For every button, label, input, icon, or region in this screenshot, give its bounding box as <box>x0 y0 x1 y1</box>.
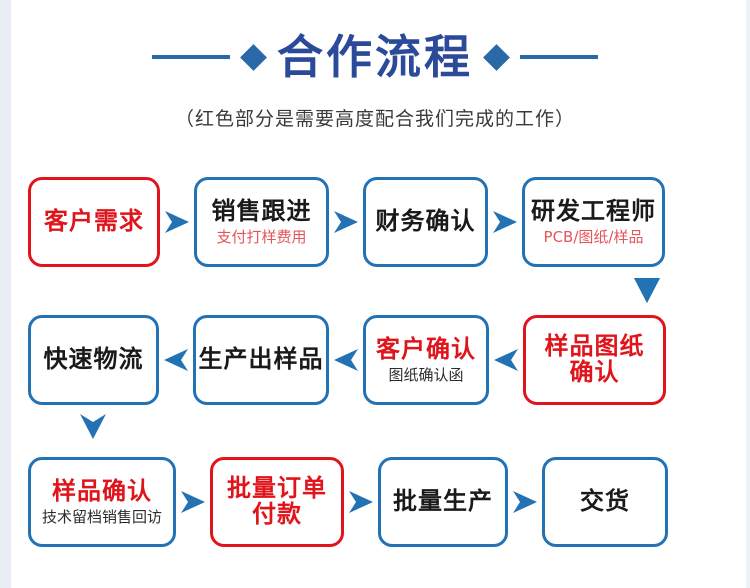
node-main-label: 财务确认 <box>375 207 476 236</box>
arrow-down-icon-right <box>630 276 664 306</box>
flow-node-sample-confirm[interactable]: 样品确认 技术留档销售回访 <box>28 457 176 547</box>
node-sub-label: PCB/图纸/样品 <box>543 227 644 246</box>
edge-tint-right <box>746 0 750 588</box>
flow-node-produce-sample[interactable]: 生产出样品 <box>193 315 329 405</box>
node-sub-label: 图纸确认函 <box>388 365 464 384</box>
node-main-label: 样品图纸 确认 <box>544 332 645 386</box>
arrow-left-icon-3 <box>489 347 523 373</box>
flow-node-fast-logistics[interactable]: 快速物流 <box>28 315 159 405</box>
flow-node-finance-confirm[interactable]: 财务确认 <box>363 177 488 267</box>
page-subtitle: （红色部分是需要高度配合我们完成的工作） <box>174 108 575 130</box>
diamond-icon-left <box>240 43 267 71</box>
flow-node-customer-demand[interactable]: 客户需求 <box>28 177 160 267</box>
node-main-label: 交货 <box>580 487 630 516</box>
flow-node-bulk-order-payment[interactable]: 批量订单 付款 <box>210 457 344 547</box>
arrow-right-icon-6 <box>508 489 542 515</box>
page-title: 合作流程 <box>277 30 473 84</box>
flow-row-3: 样品确认 技术留档销售回访 批量订单 付款 批量生产 交货 <box>0 456 750 548</box>
node-main-label: 样品确认 <box>52 476 152 505</box>
node-sub-label: 支付打样费用 <box>216 227 307 246</box>
diamond-icon-right <box>483 43 510 71</box>
flow-node-delivery[interactable]: 交货 <box>542 457 668 547</box>
edge-tint-left <box>0 0 11 588</box>
node-main-label: 生产出样品 <box>198 345 324 374</box>
arrow-left-icon-2 <box>329 347 363 373</box>
node-main-label: 销售跟进 <box>211 196 312 225</box>
flow-node-mass-production[interactable]: 批量生产 <box>378 457 508 547</box>
flow-node-customer-confirm[interactable]: 客户确认 图纸确认函 <box>363 315 489 405</box>
flow-row-1: 客户需求 销售跟进 支付打样费用 财务确认 研发工程师 PCB/图纸/样品 <box>0 176 750 268</box>
node-main-label: 客户确认 <box>376 334 476 363</box>
arrow-right-icon-5 <box>344 489 378 515</box>
flow-node-rd-engineer[interactable]: 研发工程师 PCB/图纸/样品 <box>522 177 665 267</box>
node-sub-label: 技术留档销售回访 <box>41 507 162 526</box>
node-main-label: 批量订单 付款 <box>227 474 327 528</box>
title-row: 合作流程 <box>0 22 750 92</box>
node-main-label: 批量生产 <box>393 487 493 516</box>
arrow-down-icon-left <box>76 412 110 442</box>
arrow-right-icon-4 <box>176 489 210 515</box>
page-header: 合作流程 （红色部分是需要高度配合我们完成的工作） <box>0 22 750 131</box>
node-main-label: 研发工程师 <box>531 196 656 225</box>
flow-node-sample-drawing-confirm[interactable]: 样品图纸 确认 <box>523 315 666 405</box>
rule-line-left <box>152 55 230 59</box>
arrow-right-icon-3 <box>488 209 522 235</box>
flow-node-sales-followup[interactable]: 销售跟进 支付打样费用 <box>194 177 329 267</box>
rule-line-right <box>520 55 598 59</box>
arrow-right-icon-1 <box>160 209 194 235</box>
arrow-left-icon-1 <box>159 347 193 373</box>
flow-row-2: 快速物流 生产出样品 客户确认 图纸确认函 样品图纸 确认 <box>0 314 750 406</box>
node-main-label: 快速物流 <box>43 345 144 374</box>
node-main-label: 客户需求 <box>44 207 144 236</box>
arrow-right-icon-2 <box>329 209 363 235</box>
